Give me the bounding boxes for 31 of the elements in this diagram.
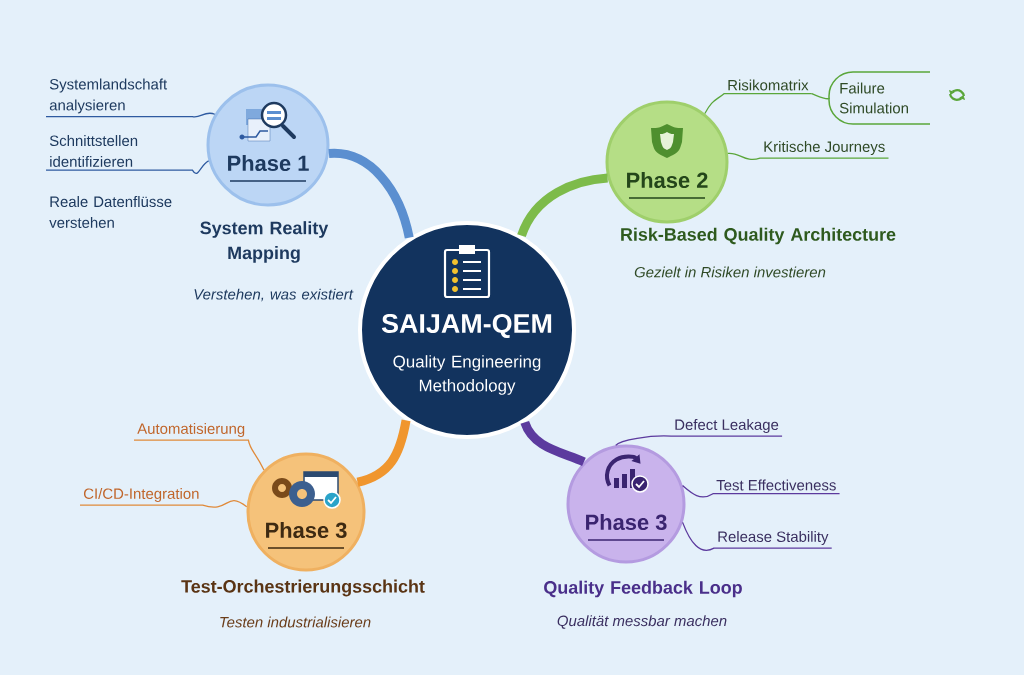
branch-text: Release Stability: [718, 531, 829, 545]
branch-connector: [328, 149, 414, 239]
branch-text: Reale Datenflüsse verstehen: [49, 196, 172, 228]
underline-connector: [681, 521, 833, 551]
underline-connector: [615, 435, 783, 447]
branch-text: Test Effectiveness: [716, 479, 836, 491]
underline-connector: [811, 93, 830, 100]
branch-text: Risikomatrix: [728, 79, 809, 91]
phase-heading: Risk-Based Quality Architecture: [621, 227, 896, 245]
phase-subtitle: Qualität messbar machen: [557, 615, 727, 629]
phase-subtitle: Testen industrialisieren: [220, 616, 371, 628]
underline-connector: [79, 500, 248, 508]
underline-connector: [727, 152, 890, 161]
underline-connector: [704, 93, 813, 115]
branch-text: Schnittstellen identifizieren: [49, 135, 138, 167]
underline-connector: [45, 160, 210, 175]
branch-text: Systemlandschaft analysieren: [49, 78, 168, 114]
bracket-box: Failure Simulation: [828, 71, 931, 125]
phase-heading: Test-Orchestrierungsschicht: [181, 579, 425, 597]
branch-connector: [517, 173, 609, 238]
branch-text: Automatisierung: [137, 423, 245, 437]
branch-text: Defect Leakage: [675, 419, 779, 433]
phase-heading: System Reality Mapping: [200, 221, 329, 263]
branch-text: CI/CD-Integration: [83, 488, 199, 502]
underline-connector: [133, 439, 265, 471]
branch-connector: [356, 419, 411, 487]
phase-heading: Quality Feedback Loop: [544, 580, 742, 598]
underline-connector: [681, 484, 841, 498]
phase-subtitle: Gezielt in Risiken investieren: [634, 266, 826, 278]
underline-connector: [45, 112, 216, 118]
branch-text: Kritische Journeys: [764, 141, 885, 155]
